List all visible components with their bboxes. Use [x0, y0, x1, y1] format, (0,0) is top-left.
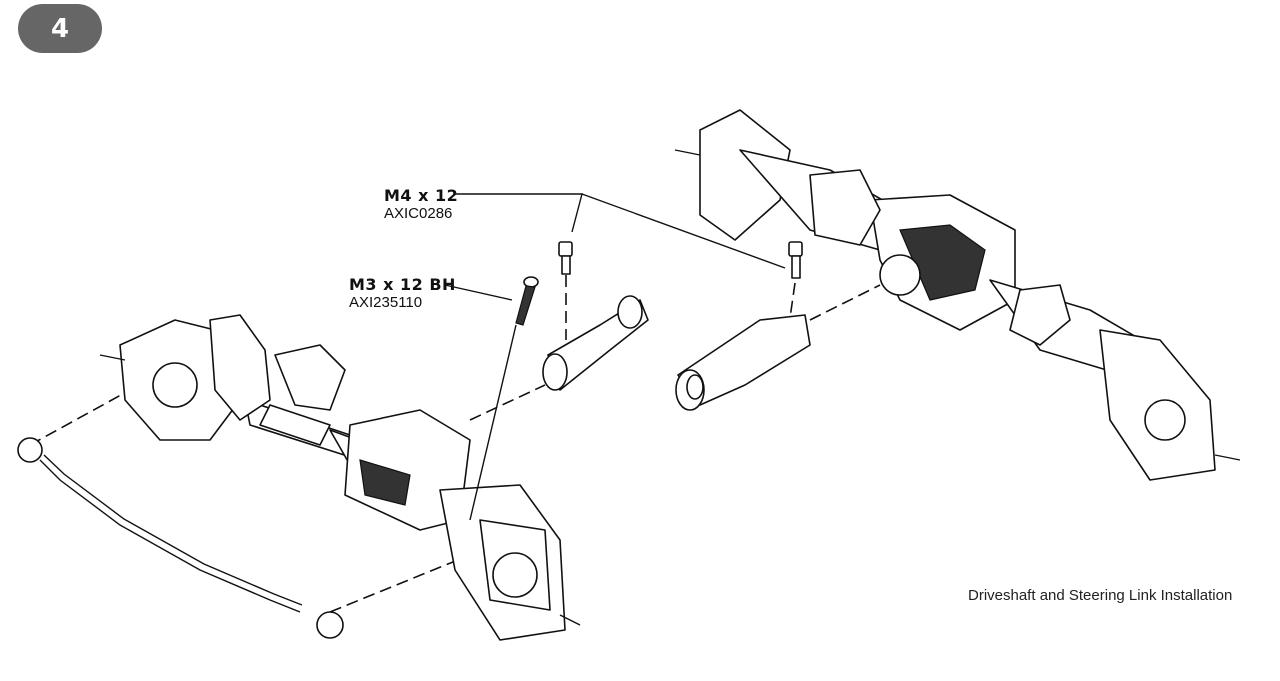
front-axle-left: [99, 314, 581, 641]
callout-part-number: AXIC0286: [384, 205, 453, 222]
steering-link: [17, 437, 344, 639]
m3-screw: [515, 276, 539, 326]
callout-size: M3 x 12 BH: [349, 275, 456, 294]
rear-axle-right: [674, 109, 1241, 481]
m4-screw-right: [788, 241, 803, 279]
figure-caption: Driveshaft and Steering Link Installatio…: [968, 587, 1233, 604]
callout-m4-screw: M4 x 12 AXIC0286: [384, 186, 458, 222]
step-number-badge: 4: [18, 4, 102, 53]
callout-size: M4 x 12: [384, 186, 459, 205]
m3-screw-guide: [469, 324, 517, 521]
leader-lines: [444, 193, 786, 301]
callout-part-number: AXI235110: [349, 294, 423, 311]
callout-m3-screw: M3 x 12 BH AXI235110: [349, 275, 456, 311]
assembly-guide-lines: [29, 275, 881, 613]
driveshaft-yoke-right: [675, 314, 811, 411]
m4-screw-left: [558, 241, 573, 275]
driveshaft-yoke-left: [542, 295, 649, 391]
